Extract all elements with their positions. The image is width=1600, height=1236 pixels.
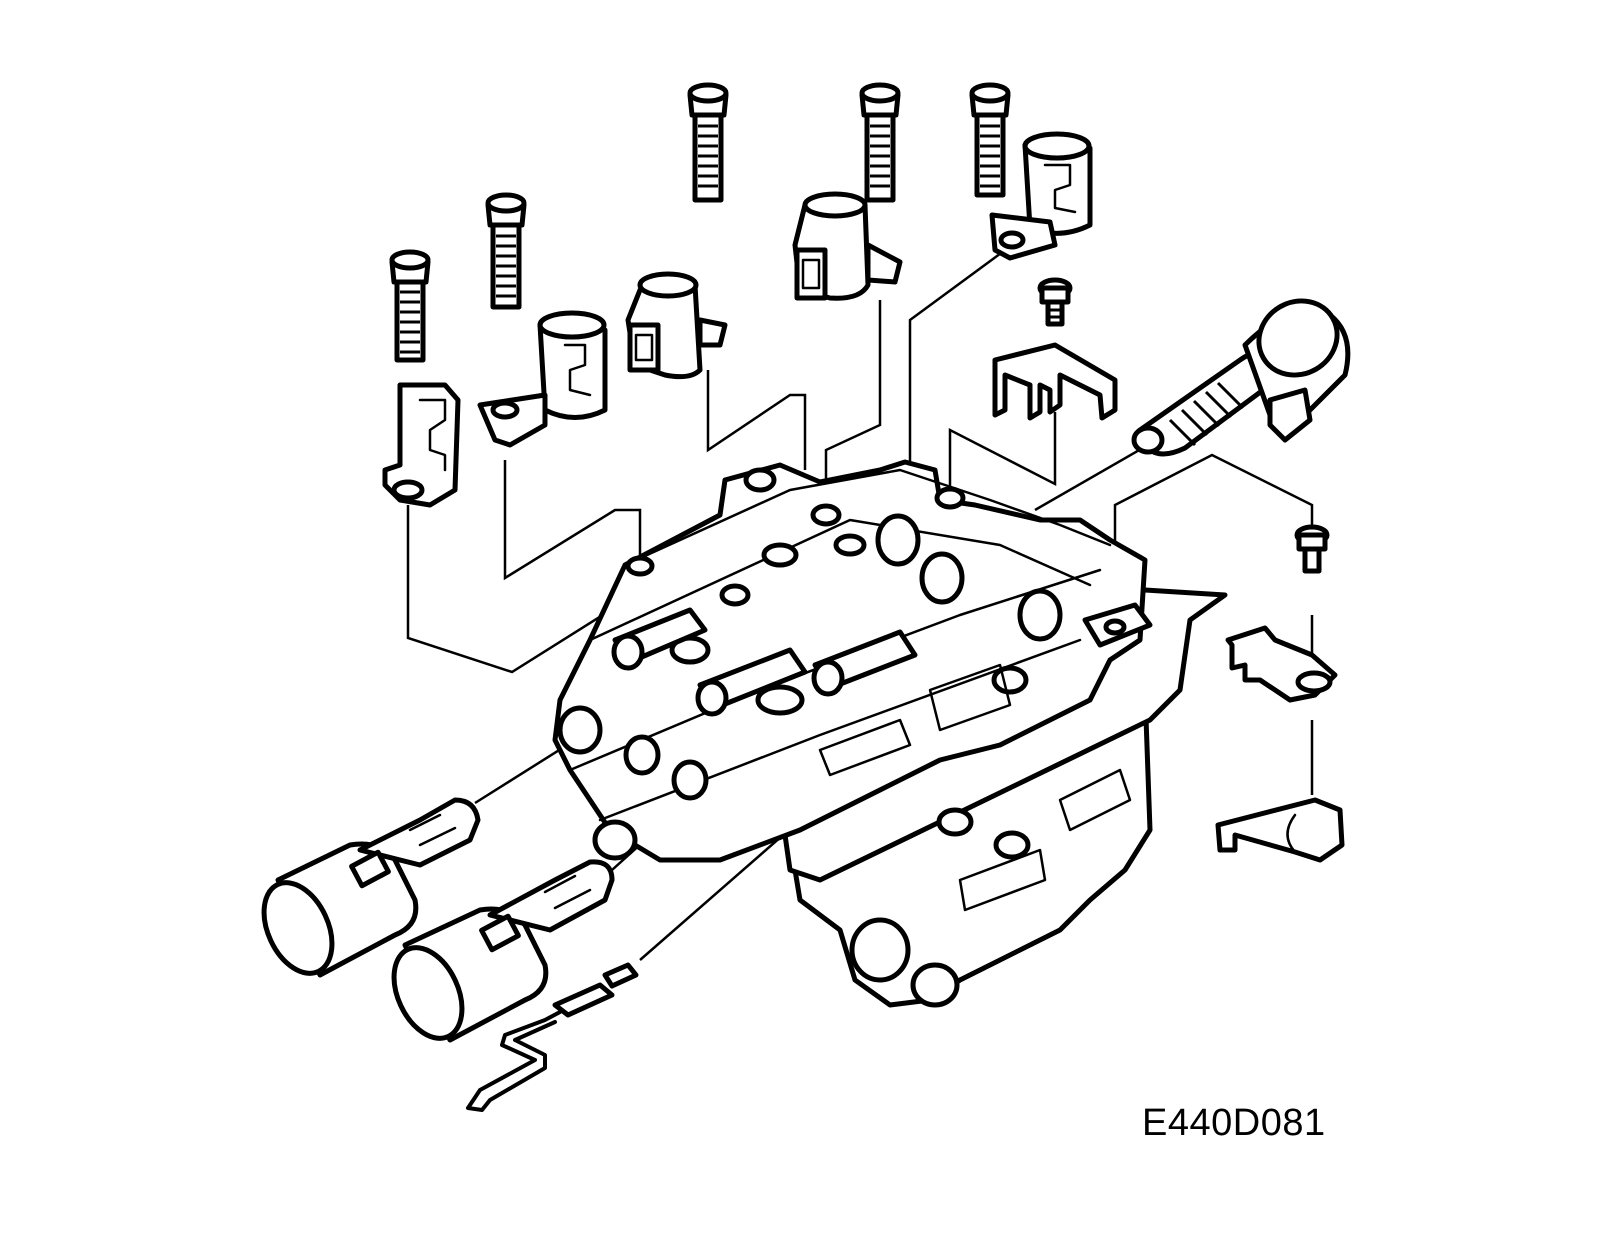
small-screw-top [1037,277,1073,327]
port-hole [719,583,751,607]
port-hole [833,533,867,557]
bolt-4 [859,82,901,203]
solenoid-bore [875,513,921,567]
retaining-clip-top [992,342,1118,421]
spool-end [695,679,729,717]
front-bore [557,705,603,755]
port-hole [743,467,777,493]
solenoid-bore [919,551,965,605]
front-bore [623,734,661,776]
long-bolts [389,82,1011,363]
port-hole [810,503,842,527]
solenoid-3 [625,271,728,380]
figure-code-label: E440D081 [1142,1102,1326,1144]
pressure-control-solenoid [1131,298,1351,457]
solenoid-bore [1017,588,1063,642]
solenoid-1 [382,382,461,508]
bolt-5 [969,82,1011,198]
shift-solenoids [382,131,1093,508]
valve-body [552,459,1228,1008]
solenoid-2 [477,310,608,448]
spool-end [611,633,645,671]
body-bolt-head [936,807,974,837]
port-hole [934,486,966,510]
solenoid-plunger-1 [261,797,481,978]
plate-hole [1103,618,1127,636]
bracket-right [1225,625,1338,703]
body-bolt-head [993,830,1031,860]
front-bore [910,962,960,1008]
solenoid-4 [792,191,903,301]
bolt-2 [485,192,527,310]
speed-sensor-wire [466,962,639,1112]
front-bore [592,819,638,861]
small-screw-right [1294,524,1330,574]
bolt-3 [687,82,729,203]
solenoid-plunger-2 [391,859,615,1043]
spool-end [811,659,845,697]
body-bolt-head [991,665,1029,695]
solenoid-5 [989,131,1093,261]
retainer-clip-right [1215,797,1345,863]
port-hole [755,684,805,716]
port-hole [625,555,655,577]
front-bore [671,759,709,801]
bolt-1 [389,249,431,363]
port-hole [761,542,799,568]
front-bore [849,917,911,983]
